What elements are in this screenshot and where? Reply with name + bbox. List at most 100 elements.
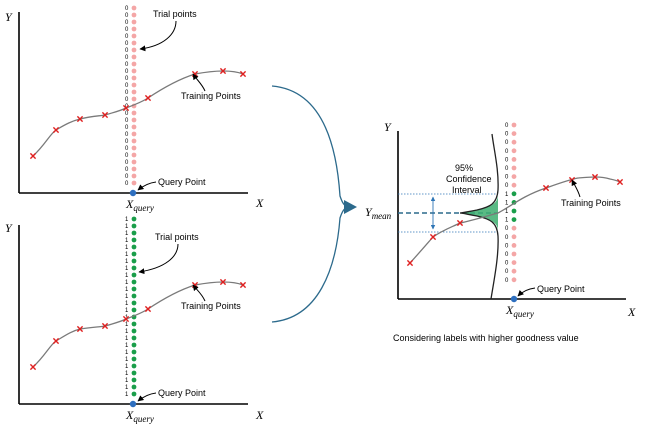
trial-label: 0 <box>125 97 129 103</box>
training-points <box>29 278 247 371</box>
trial-label: 0 <box>125 181 129 187</box>
trial-label: 0 <box>125 83 129 89</box>
trial-point <box>131 180 137 186</box>
training-point <box>52 126 60 134</box>
trial-label: 1 <box>125 343 129 349</box>
query-point <box>510 295 518 303</box>
trial-point <box>131 117 137 123</box>
trial-point <box>131 82 137 88</box>
training-points <box>29 67 247 160</box>
training-point <box>52 337 60 345</box>
trial-label: 1 <box>505 218 509 224</box>
trial-points-label: Trial points <box>153 9 197 19</box>
trial-label: 1 <box>125 385 129 391</box>
trial-point <box>511 260 517 265</box>
training-point <box>76 115 84 123</box>
trial-point <box>511 225 517 231</box>
trial-label: 1 <box>505 200 509 206</box>
trial-label: 1 <box>125 357 129 363</box>
trial-point <box>131 145 137 151</box>
trial-label: 0 <box>505 123 509 129</box>
trial-point <box>131 173 137 179</box>
query-point-label: Query Point <box>158 177 206 187</box>
training-points-label: Training Points <box>561 198 621 208</box>
trial-point <box>511 268 517 274</box>
trial-point <box>131 251 137 257</box>
trial-point <box>131 335 137 341</box>
y-axis-label: Y <box>5 221 13 235</box>
trial-point <box>511 234 517 240</box>
trial-label: 0 <box>505 235 509 241</box>
trial-point <box>511 174 517 180</box>
trial-label: 1 <box>125 287 129 293</box>
trial-point <box>131 279 137 285</box>
trial-label: 0 <box>125 132 129 138</box>
x-axis-label: X <box>255 408 264 422</box>
trial-label: 0 <box>125 111 129 117</box>
trial-label: 1 <box>125 364 129 370</box>
trial-point <box>131 124 137 130</box>
x-axis-label: X <box>627 305 636 319</box>
query-point-label: Query Point <box>158 388 206 398</box>
merge-arrow-bottom <box>271 206 349 323</box>
training-point <box>29 363 37 371</box>
training-point <box>219 67 227 75</box>
trial-label: 1 <box>125 217 129 223</box>
trial-label: 1 <box>125 308 129 314</box>
trial-label: 1 <box>125 252 129 258</box>
trial-label: 0 <box>505 175 509 181</box>
trial-label: 0 <box>505 261 509 267</box>
trial-point <box>511 122 517 128</box>
trial-label: 1 <box>125 294 129 300</box>
trial-label: 1 <box>125 238 129 244</box>
training-point <box>239 70 247 78</box>
trial-label: 0 <box>125 139 129 145</box>
trial-point <box>131 391 137 397</box>
y-axis-label: Y <box>384 120 392 134</box>
trial-label: 0 <box>125 41 129 47</box>
trial-point <box>131 272 137 278</box>
trial-point <box>131 138 137 144</box>
trial-point <box>131 363 137 369</box>
ci-label-line2: Confidence <box>446 174 492 184</box>
trial-label: 1 <box>125 329 129 335</box>
query-label: Xquery <box>125 408 154 424</box>
trial-point <box>131 166 137 172</box>
trial-label: 0 <box>505 252 509 258</box>
trial-label: 0 <box>125 174 129 180</box>
trial-label: 0 <box>505 243 509 249</box>
trial-point <box>131 12 137 18</box>
trial-label: 1 <box>125 336 129 342</box>
trial-point <box>511 243 517 248</box>
trial-point <box>131 321 137 327</box>
regression-curve <box>32 281 244 368</box>
training-point <box>101 111 109 119</box>
trial-label: 1 <box>505 209 509 215</box>
trial-point <box>131 223 137 229</box>
gaussian-curve <box>459 133 499 300</box>
trial-label: 1 <box>125 266 129 272</box>
trial-point <box>131 5 137 11</box>
training-points-arrow <box>192 73 206 92</box>
trial-point <box>511 182 517 188</box>
trial-label: 0 <box>505 183 509 189</box>
trial-point <box>131 96 137 102</box>
trial-label: 0 <box>125 20 129 26</box>
trial-label: 0 <box>125 125 129 131</box>
query-label: Xquery <box>125 197 154 213</box>
trial-label: 0 <box>125 55 129 61</box>
trial-point <box>131 328 137 334</box>
trial-point <box>131 370 137 376</box>
training-point <box>144 94 152 102</box>
query-point <box>129 400 137 408</box>
trial-label: 1 <box>125 350 129 356</box>
trial-point <box>511 208 517 214</box>
training-point <box>144 305 152 313</box>
trial-point <box>131 384 137 390</box>
